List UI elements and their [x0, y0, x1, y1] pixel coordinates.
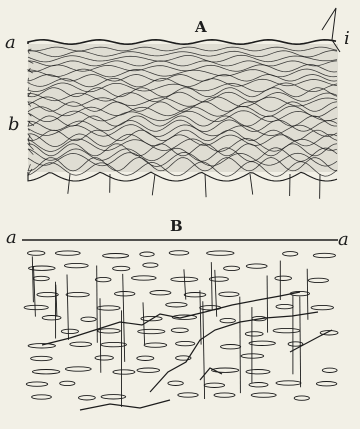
panel-b-lenticle: [275, 276, 292, 280]
panel-b-lenticle: [60, 381, 75, 385]
panel-b-lenticle: [246, 264, 267, 268]
panel-b-lenticle: [171, 328, 188, 332]
panel-b-lenticle: [276, 304, 293, 308]
panel-b-lenticle: [313, 253, 335, 257]
panel-b-lenticle: [113, 370, 135, 374]
panel-a-fibre: [205, 174, 206, 197]
panel-b-lenticle: [42, 316, 61, 320]
panel-b-lenticle: [249, 341, 275, 345]
panel-b-lenticle: [176, 341, 195, 345]
panel-b-needle: [211, 262, 212, 310]
panel-b-lenticle: [294, 396, 309, 400]
panel-b-lenticle: [219, 292, 239, 296]
panel-b-lenticle: [32, 395, 52, 399]
panel-b-needle: [307, 269, 308, 320]
panel-b-lenticle: [144, 343, 167, 347]
panel-b-lenticle: [245, 332, 263, 336]
panel-a-fibre: [250, 174, 253, 195]
panel-b-lenticle: [308, 278, 328, 282]
panel-a-right-label: i: [344, 30, 350, 48]
panel-b-lenticle: [209, 277, 228, 281]
panel-b-lenticle: [98, 329, 121, 333]
panel-a-left-label: a: [5, 34, 16, 52]
panel-a-side-label: b: [8, 116, 20, 134]
panel-b-lenticle: [241, 354, 264, 358]
panel-b-lenticle: [220, 318, 235, 322]
panel-b-crack: [200, 368, 222, 380]
panel-b-lenticle: [166, 303, 187, 307]
panel-b-needle: [200, 290, 201, 344]
panel-b-lenticle: [55, 251, 80, 255]
panel-b-lenticle: [168, 381, 183, 385]
panel-b-lenticle: [31, 356, 53, 360]
panel-b-lenticle: [137, 368, 160, 372]
panel-b-lenticle: [184, 293, 206, 297]
panel-b-lenticle: [221, 345, 241, 349]
panel-b-needle: [32, 256, 33, 302]
panel-b-lenticle: [81, 317, 96, 321]
panel-b-needle: [267, 276, 268, 333]
panel-b-lenticle: [178, 393, 198, 397]
panel-b-lenticle: [95, 277, 111, 281]
panel-a-top-boundary: [28, 40, 336, 44]
panel-b-lenticle: [64, 263, 88, 267]
panel-b-lenticle: [316, 382, 336, 386]
panel-b-lenticle: [101, 342, 127, 346]
panel-b-lenticle: [26, 382, 47, 386]
panel-b-lenticle: [24, 305, 48, 309]
panel-b-needle: [203, 301, 205, 399]
panel-b-lenticle: [283, 252, 298, 256]
panel-b-lenticle: [115, 292, 135, 296]
panel-b-lenticle: [66, 292, 89, 296]
panel-b-lenticle: [138, 329, 165, 333]
panel-b-lenticle: [207, 251, 234, 255]
panel-b-lenticle: [251, 393, 276, 397]
panel-b-title: B: [170, 219, 183, 234]
panel-a-fibre: [152, 174, 155, 195]
panel-b-lenticle: [169, 251, 189, 255]
panel-b-lenticle: [273, 328, 300, 332]
panel-b-lenticle: [79, 396, 96, 400]
panel-b-needle: [97, 266, 98, 343]
panel-b-lenticle: [28, 251, 45, 255]
panel-b-lenticle: [137, 356, 154, 360]
panel-b-needle: [34, 266, 36, 317]
panel-b-lenticle: [311, 305, 333, 309]
panel-b-lenticle: [28, 344, 55, 348]
panel-a-bottom-edge: [28, 172, 337, 181]
panel-b-lenticle: [214, 393, 235, 397]
panel-b-lenticle: [113, 266, 130, 270]
panel-b-crack: [80, 400, 170, 410]
panel-b-lenticle: [70, 342, 92, 346]
panel-b-right-label: a: [338, 231, 349, 249]
panel-b-needle: [300, 297, 301, 388]
panel-b-left-label: a: [6, 229, 17, 247]
panel-b-lenticle: [143, 263, 158, 267]
panel-b-lenticle: [132, 276, 157, 280]
panel-b-lenticle: [65, 367, 91, 371]
panel-b-lenticle: [204, 383, 224, 387]
panel-b-lenticle: [61, 329, 78, 333]
panel-b-lenticle: [140, 252, 154, 256]
panel-b-crack: [290, 330, 332, 352]
panel-b-lenticle: [249, 383, 268, 387]
panel-b-lenticle: [101, 395, 126, 399]
panel-b-needle: [240, 297, 241, 394]
panel-b-needle: [123, 274, 125, 362]
panel-b-lenticle: [322, 368, 337, 372]
panel-b-lenticle: [95, 356, 113, 360]
panel-b-lenticle: [32, 370, 59, 374]
panel-b-needle: [67, 275, 69, 340]
panel-b-lenticle: [276, 381, 301, 385]
panel-a-fibre: [68, 174, 70, 194]
panel-a-title: A: [195, 20, 207, 35]
panel-b-lenticle: [246, 370, 270, 374]
panel-b-lenticle: [224, 266, 240, 270]
panel-b-lenticle: [33, 276, 49, 280]
panel-b-lenticle: [150, 291, 171, 295]
panel-b-lenticle: [103, 254, 129, 258]
